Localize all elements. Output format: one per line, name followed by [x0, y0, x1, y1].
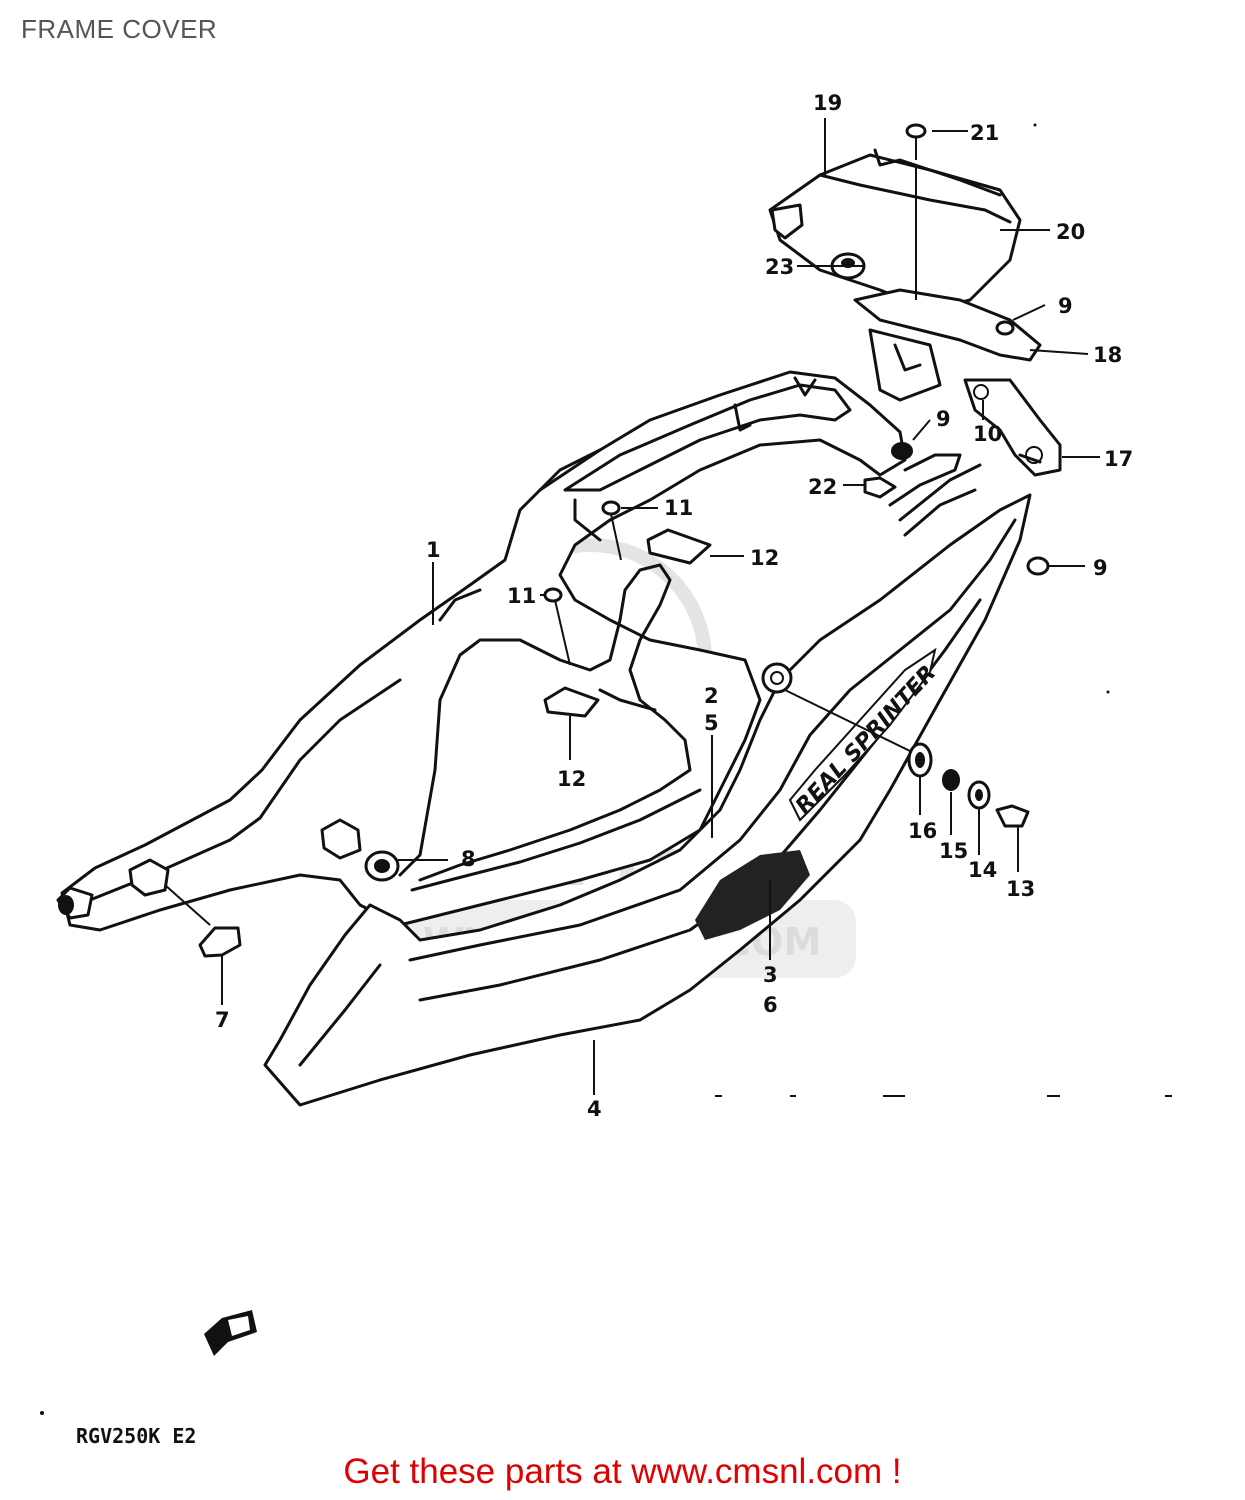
callout-labels: 19 21 20 23 9 18 9 10 17 22 11 12 9 1 11… — [215, 91, 1133, 1121]
callout-5: 5 — [704, 711, 719, 735]
page-title: FRAME COVER — [21, 14, 218, 44]
callout-11-b: 11 — [507, 584, 536, 608]
callout-14: 14 — [968, 858, 997, 882]
callout-23: 23 — [765, 255, 794, 279]
callout-3: 3 — [763, 963, 778, 987]
forward-arrow-icon — [204, 1310, 257, 1356]
model-code: RGV250K E2 — [76, 1424, 196, 1448]
side-cover: REAL SPRINTER — [263, 463, 1032, 1107]
callout-2: 2 — [704, 684, 719, 708]
callout-19: 19 — [813, 91, 842, 115]
seat-tail-cover — [60, 370, 907, 932]
callout-4: 4 — [587, 1097, 602, 1121]
hardware — [56, 123, 1050, 958]
callout-20: 20 — [1056, 220, 1085, 244]
callout-6: 6 — [763, 993, 778, 1017]
callout-9-c: 9 — [1093, 556, 1108, 580]
callout-10: 10 — [973, 422, 1002, 446]
callout-13: 13 — [1006, 877, 1035, 901]
callout-15: 15 — [939, 839, 968, 863]
callout-7: 7 — [215, 1008, 230, 1032]
callout-17: 17 — [1104, 447, 1133, 471]
callout-1: 1 — [426, 538, 441, 562]
footer-link-text[interactable]: Get these parts at www.cmsnl.com ! — [343, 1452, 902, 1491]
callout-12-b: 12 — [557, 767, 586, 791]
callout-18: 18 — [1093, 343, 1122, 367]
callout-21: 21 — [970, 121, 999, 145]
callout-9-b: 9 — [936, 407, 951, 431]
callout-12-a: 12 — [750, 546, 779, 570]
callout-22: 22 — [808, 475, 837, 499]
leader-lines — [164, 118, 1100, 1095]
callout-16: 16 — [908, 819, 937, 843]
callout-9-a: 9 — [1058, 294, 1073, 318]
callout-11-a: 11 — [664, 496, 693, 520]
callout-8: 8 — [461, 847, 476, 871]
scan-dots — [40, 123, 1172, 1415]
